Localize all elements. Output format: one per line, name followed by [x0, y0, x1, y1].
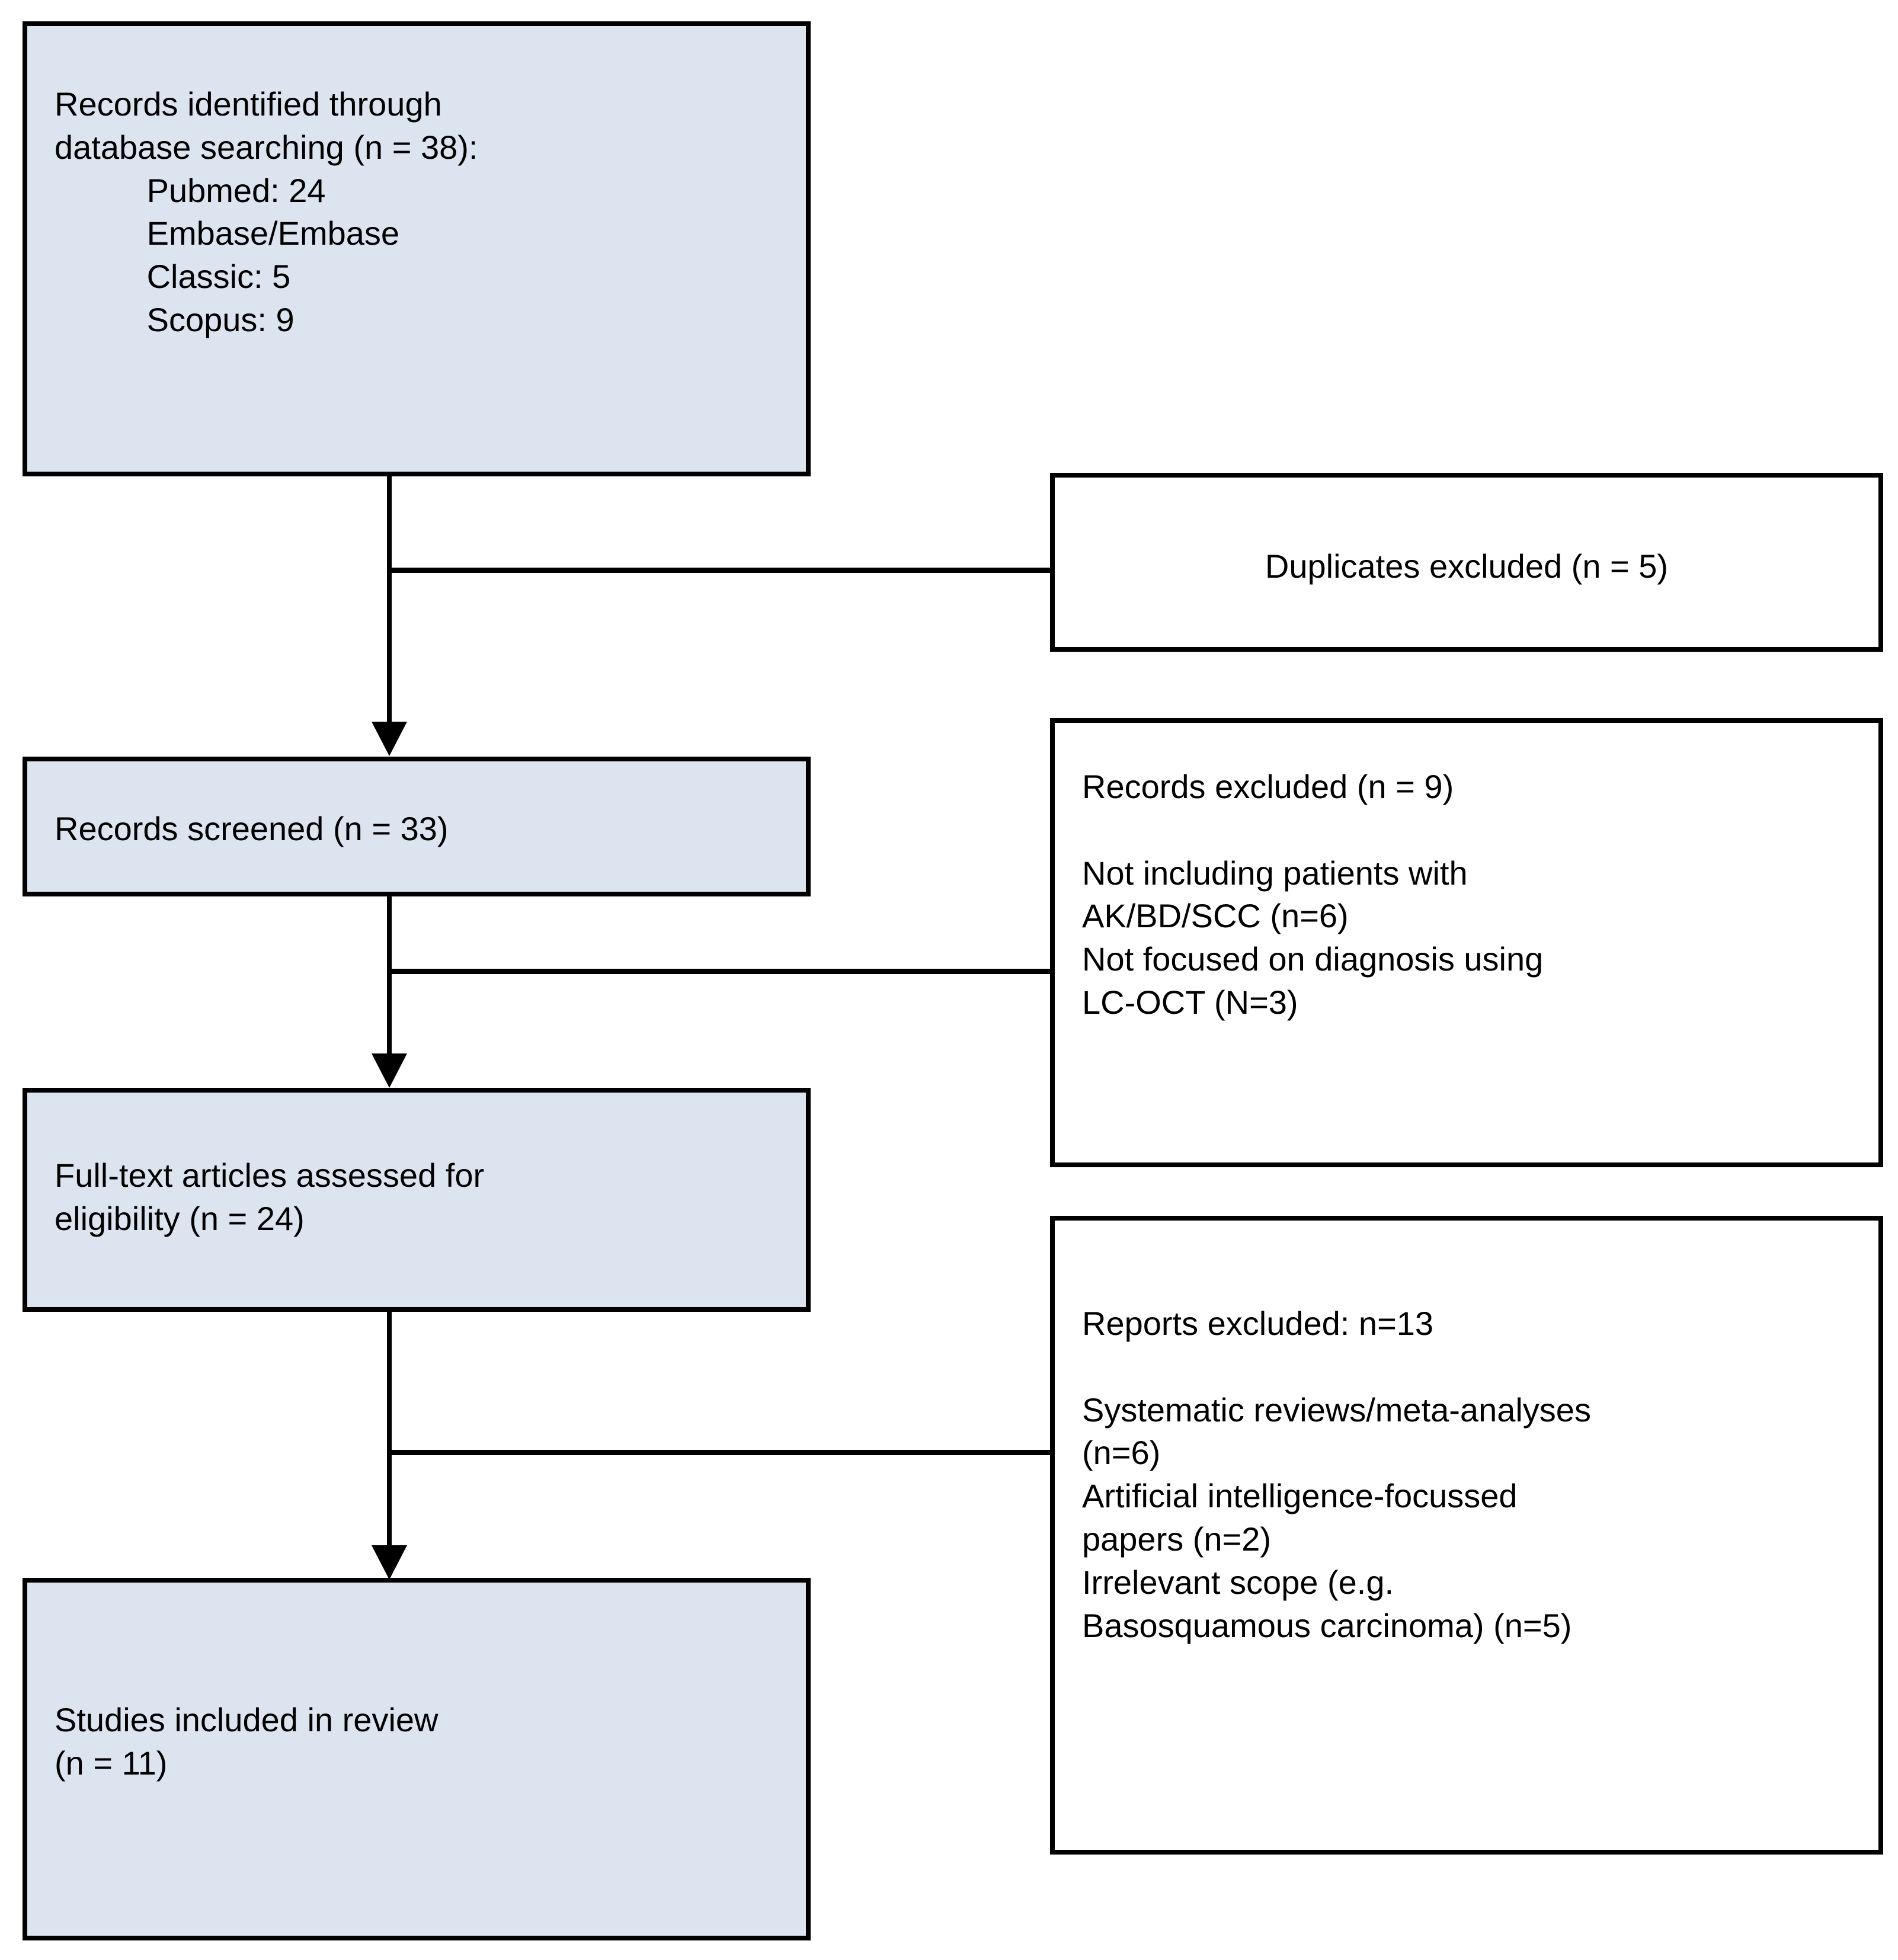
node-studies-included: Studies included in review (n = 11)	[23, 1578, 811, 1940]
node-reports-excluded: Reports excluded: n=13 Systematic review…	[1050, 1216, 1883, 1855]
node-records-screened: Records screened (n = 33)	[23, 757, 811, 896]
node-records-identified-label: Records identified through database sear…	[55, 85, 478, 338]
node-full-text-assessed: Full-text articles assessed for eligibil…	[23, 1088, 811, 1312]
node-records-identified: Records identified through database sear…	[23, 21, 811, 476]
node-records-excluded: Records excluded (n = 9) Not including p…	[1050, 718, 1883, 1167]
arrowhead-screened-to-fulltext	[372, 1053, 407, 1088]
connector-identified-to-duplicates	[387, 568, 1055, 573]
node-reports-excluded-label: Reports excluded: n=13 Systematic review…	[1082, 1305, 1591, 1644]
node-records-excluded-label: Records excluded (n = 9) Not including p…	[1082, 768, 1544, 1021]
arrowhead-identified-to-screened	[372, 722, 407, 756]
arrowhead-fulltext-to-included	[372, 1545, 407, 1580]
node-studies-included-label: Studies included in review (n = 11)	[55, 1701, 439, 1782]
connector-identified-to-screened	[387, 476, 392, 724]
node-records-screened-label: Records screened (n = 33)	[55, 810, 449, 847]
connector-fulltext-to-reports-excluded	[387, 1450, 1055, 1455]
node-full-text-assessed-label: Full-text articles assessed for eligibil…	[55, 1157, 485, 1237]
connector-screened-to-fulltext	[387, 896, 392, 1055]
node-duplicates-excluded-label: Duplicates excluded (n = 5)	[1265, 547, 1669, 585]
node-duplicates-excluded: Duplicates excluded (n = 5)	[1050, 473, 1883, 652]
connector-fulltext-to-included	[387, 1312, 392, 1549]
connector-screened-to-records-excluded	[387, 969, 1055, 974]
